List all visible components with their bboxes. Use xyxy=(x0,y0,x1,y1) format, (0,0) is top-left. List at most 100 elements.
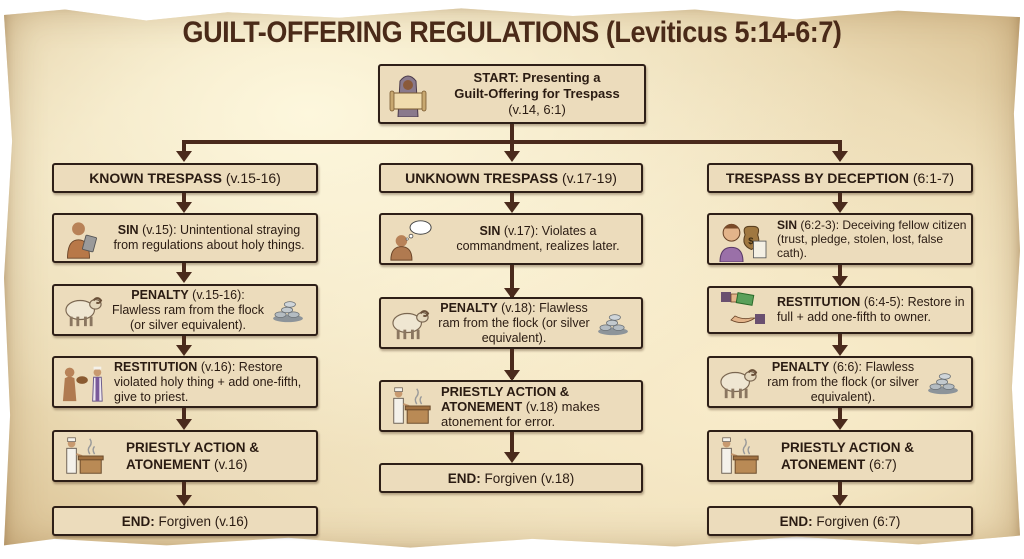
silver-coins-icon xyxy=(268,288,308,332)
step-text: (6:2-3): Deceiving fellow citizen (trust… xyxy=(777,218,967,260)
priest-at-altar-icon xyxy=(60,434,108,478)
step-label: PENALTY xyxy=(131,287,189,302)
connector xyxy=(182,140,186,152)
deception-sin-step: SIN (6:2-3): Deceiving fellow citizen (t… xyxy=(707,213,973,265)
arrow-icon xyxy=(832,276,848,287)
connector xyxy=(182,336,186,346)
priest-at-altar-icon xyxy=(387,384,435,428)
step-label: SIN xyxy=(777,218,798,232)
connector xyxy=(182,482,186,496)
unknown-atonement-step: PRIESTLY ACTION & ATONEMENT (v.18) makes… xyxy=(379,380,643,432)
connector xyxy=(838,334,842,346)
unknown-sin-step: SIN (v.17): Violates a commandment, real… xyxy=(379,213,643,265)
arrow-icon xyxy=(832,151,848,162)
step-text: (v.16) xyxy=(210,457,248,472)
connector xyxy=(838,482,842,496)
giving-to-priest-icon xyxy=(60,360,108,404)
step-text: (v.18): Flawless ram from the flock (or … xyxy=(438,300,590,345)
arrow-icon xyxy=(832,345,848,356)
connector xyxy=(838,408,842,420)
known-penalty-step: PENALTY (v.15-16): Flawless ram from the… xyxy=(52,284,318,336)
arrow-icon xyxy=(504,202,520,213)
start-line2: Guilt-Offering for Trespass xyxy=(454,86,620,101)
arrow-icon xyxy=(504,370,520,381)
step-label: END: xyxy=(121,513,155,529)
known-trespass-heading: KNOWN TRESPASS (v.15-16) xyxy=(52,163,318,193)
deception-penalty-step: PENALTY (6:6): Flawless ram from the flo… xyxy=(707,356,973,408)
step-text: (6:7) xyxy=(865,457,897,472)
man-with-scroll-icon xyxy=(386,72,430,116)
step-label: PENALTY xyxy=(771,359,830,374)
arrow-icon xyxy=(504,288,520,299)
step-label: PRIESTLY ACTION & ATONEMENT xyxy=(126,440,260,472)
unknown-trespass-heading: UNKNOWN TRESPASS (v.17-19) xyxy=(379,163,643,193)
connector xyxy=(838,265,842,277)
step-text: (v.17): Violates a commandment, realizes… xyxy=(456,224,620,253)
connector xyxy=(510,432,514,454)
known-end-step: END: Forgiven (v.16) xyxy=(52,506,318,536)
unknown-penalty-step: PENALTY (v.18): Flawless ram from the fl… xyxy=(379,297,643,349)
connector xyxy=(510,349,514,379)
deception-atonement-step: PRIESTLY ACTION & ATONEMENT (6:7) xyxy=(707,430,973,482)
step-label: PENALTY xyxy=(440,300,498,315)
start-label: START: Presenting a xyxy=(473,70,601,85)
step-label: RESTITUTION xyxy=(777,295,861,309)
step-text: Forgiven (v.18) xyxy=(480,470,575,486)
connector xyxy=(510,193,514,203)
connector xyxy=(510,265,514,297)
arrow-icon xyxy=(504,151,520,162)
ram-icon xyxy=(715,360,763,404)
connector xyxy=(838,140,842,152)
start-text: START: Presenting a Guilt-Offering for T… xyxy=(430,70,644,118)
heading-label: KNOWN TRESPASS xyxy=(89,169,222,186)
step-label: RESTITUTION xyxy=(114,359,198,374)
step-label: PRIESTLY ACTION & ATONEMENT xyxy=(781,440,915,472)
arrow-icon xyxy=(176,419,192,430)
heading-ref: (v.15-16) xyxy=(225,169,281,186)
priest-at-altar-icon xyxy=(715,434,763,478)
deceiver-money-bag-icon xyxy=(715,217,771,261)
arrow-icon xyxy=(832,495,848,506)
step-text: (v.15-16): Flawless ram from the flock (… xyxy=(111,287,265,332)
known-sin-step: SIN (v.15): Unintentional straying from … xyxy=(52,213,318,263)
heading-label: TRESPASS BY DECEPTION xyxy=(725,169,909,186)
ram-icon xyxy=(60,288,108,332)
step-label: PRIESTLY ACTION & ATONEMENT xyxy=(441,383,570,414)
arrow-icon xyxy=(176,272,192,283)
hands-exchanging-money-icon xyxy=(715,288,771,332)
step-text: Forgiven (6:7) xyxy=(812,513,901,529)
arrow-icon xyxy=(832,419,848,430)
connector xyxy=(510,140,514,152)
deception-end-step: END: Forgiven (6:7) xyxy=(707,506,973,536)
arrow-icon xyxy=(176,495,192,506)
step-text: (v.16): Restore violated holy thing + ad… xyxy=(114,359,302,404)
step-text: (v.18) makes atonement for error. xyxy=(441,398,600,429)
arrow-icon xyxy=(176,202,192,213)
known-restitution-step: RESTITUTION (v.16): Restore violated hol… xyxy=(52,356,318,408)
step-label: SIN xyxy=(117,223,139,237)
heading-label: UNKNOWN TRESPASS xyxy=(405,169,559,186)
silver-coins-icon xyxy=(923,360,963,404)
heading-ref: (6:1-7) xyxy=(912,169,955,186)
arrow-icon xyxy=(176,345,192,356)
deception-trespass-heading: TRESPASS BY DECEPTION (6:1-7) xyxy=(707,163,973,193)
deception-restitution-step: RESTITUTION (6:4-5): Restore in full + a… xyxy=(707,286,973,334)
arrow-icon xyxy=(832,202,848,213)
start-node: START: Presenting a Guilt-Offering for T… xyxy=(378,64,646,124)
step-text: Forgiven (v.16) xyxy=(154,513,249,529)
thinking-man-icon xyxy=(387,217,435,261)
page-title: GUILT-OFFERING REGULATIONS (Leviticus 5:… xyxy=(182,16,842,49)
man-reading-tablet-icon xyxy=(60,216,108,260)
silver-coins-icon xyxy=(593,301,633,345)
ram-icon xyxy=(387,301,435,345)
known-atonement-step: PRIESTLY ACTION & ATONEMENT (v.16) xyxy=(52,430,318,482)
arrow-icon xyxy=(176,151,192,162)
unknown-end-step: END: Forgiven (v.18) xyxy=(379,463,643,493)
step-label: SIN xyxy=(479,224,501,238)
connector xyxy=(182,408,186,420)
step-label: END: xyxy=(447,470,481,486)
step-label: END: xyxy=(779,513,813,529)
connector xyxy=(182,263,186,273)
connector xyxy=(182,193,186,203)
step-text: (v.15): Unintentional straying from regu… xyxy=(113,223,305,252)
